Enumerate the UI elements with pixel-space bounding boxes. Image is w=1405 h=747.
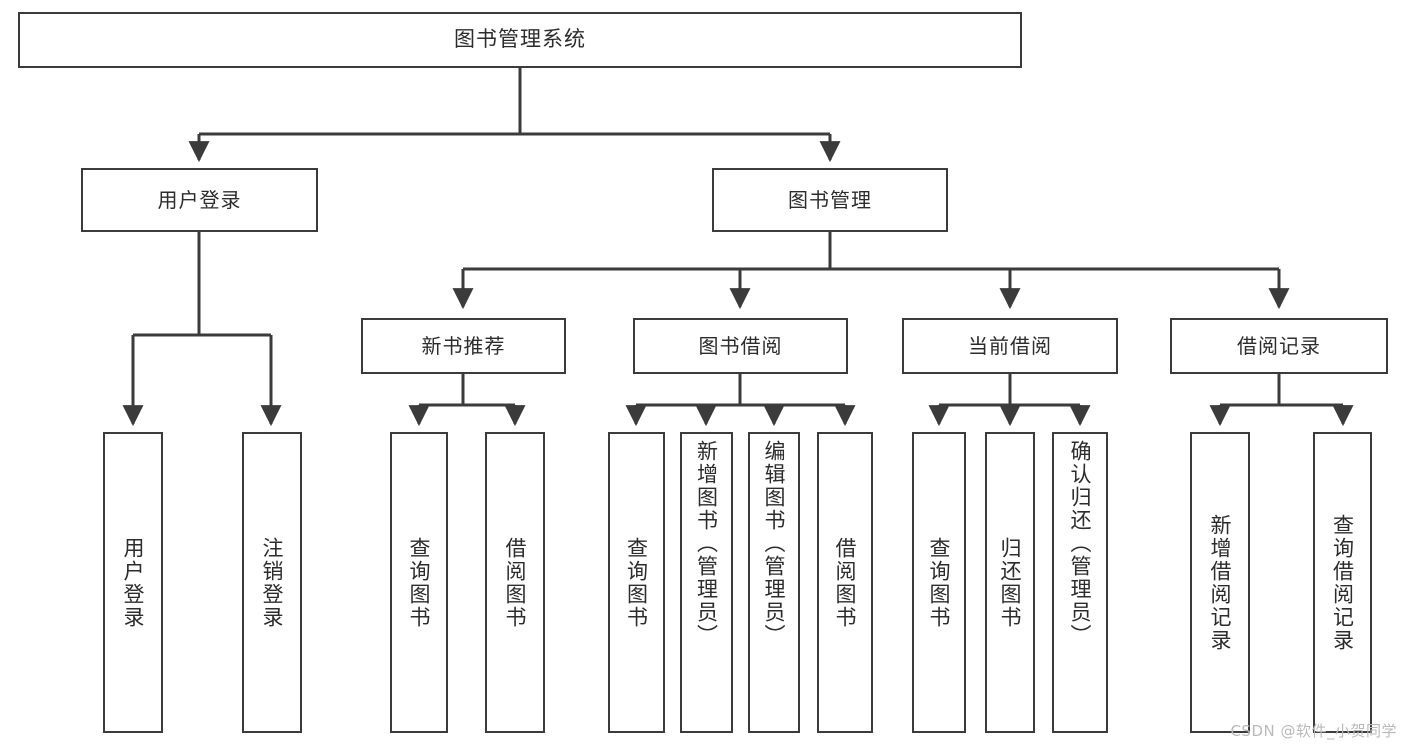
node-label: 查询图书 xyxy=(624,536,649,629)
node-label: 新增图书（管理员） xyxy=(694,440,719,647)
node-label: 归还图书 xyxy=(998,536,1023,629)
node-current-borrow[interactable]: 当前借阅 xyxy=(902,318,1118,374)
node-label: 借阅记录 xyxy=(1237,334,1321,358)
node-label: 当前借阅 xyxy=(968,334,1052,358)
node-new-book-recommend[interactable]: 新书推荐 xyxy=(361,318,566,374)
node-book-borrow[interactable]: 图书借阅 xyxy=(633,318,848,374)
node-label: 借阅图书 xyxy=(503,536,528,629)
node-label: 新书推荐 xyxy=(421,334,506,358)
node-label: 查询借阅记录 xyxy=(1330,513,1355,652)
leaf-query-record[interactable]: 查询借阅记录 xyxy=(1313,432,1372,733)
node-borrow-record[interactable]: 借阅记录 xyxy=(1170,318,1388,374)
node-label: 图书管理系统 xyxy=(454,27,586,52)
leaf-borrow-book-2[interactable]: 借阅图书 xyxy=(817,432,873,733)
node-label: 图书借阅 xyxy=(698,334,783,358)
node-root-book-management-system[interactable]: 图书管理系统 xyxy=(18,12,1022,68)
node-label: 图书管理 xyxy=(788,188,872,212)
node-label: 查询图书 xyxy=(927,536,952,629)
leaf-add-record[interactable]: 新增借阅记录 xyxy=(1190,432,1250,733)
node-label: 用户登录 xyxy=(121,536,146,629)
node-label: 编辑图书（管理员） xyxy=(762,440,787,647)
node-label: 新增借阅记录 xyxy=(1208,513,1233,652)
node-label: 借阅图书 xyxy=(833,536,858,629)
leaf-confirm-return[interactable]: 确认归还（管理员） xyxy=(1052,432,1108,733)
node-label: 注销登录 xyxy=(260,536,285,629)
node-user-login[interactable]: 用户登录 xyxy=(81,168,318,232)
node-label: 用户登录 xyxy=(157,188,242,212)
leaf-borrow-book-1[interactable]: 借阅图书 xyxy=(485,432,545,733)
leaf-logout[interactable]: 注销登录 xyxy=(242,432,302,733)
leaf-query-book-2[interactable]: 查询图书 xyxy=(608,432,665,733)
leaf-edit-book[interactable]: 编辑图书（管理员） xyxy=(748,432,800,733)
leaf-return-book[interactable]: 归还图书 xyxy=(985,432,1035,733)
leaf-query-book-3[interactable]: 查询图书 xyxy=(912,432,966,733)
node-book-management[interactable]: 图书管理 xyxy=(712,168,948,232)
leaf-query-book-1[interactable]: 查询图书 xyxy=(390,432,448,733)
leaf-user-login[interactable]: 用户登录 xyxy=(103,432,163,733)
csdn-watermark: CSDN @软件_小贺同学 xyxy=(1230,722,1397,740)
leaf-add-book[interactable]: 新增图书（管理员） xyxy=(680,432,733,733)
node-label: 确认归还（管理员） xyxy=(1068,440,1093,647)
node-label: 查询图书 xyxy=(407,536,432,629)
